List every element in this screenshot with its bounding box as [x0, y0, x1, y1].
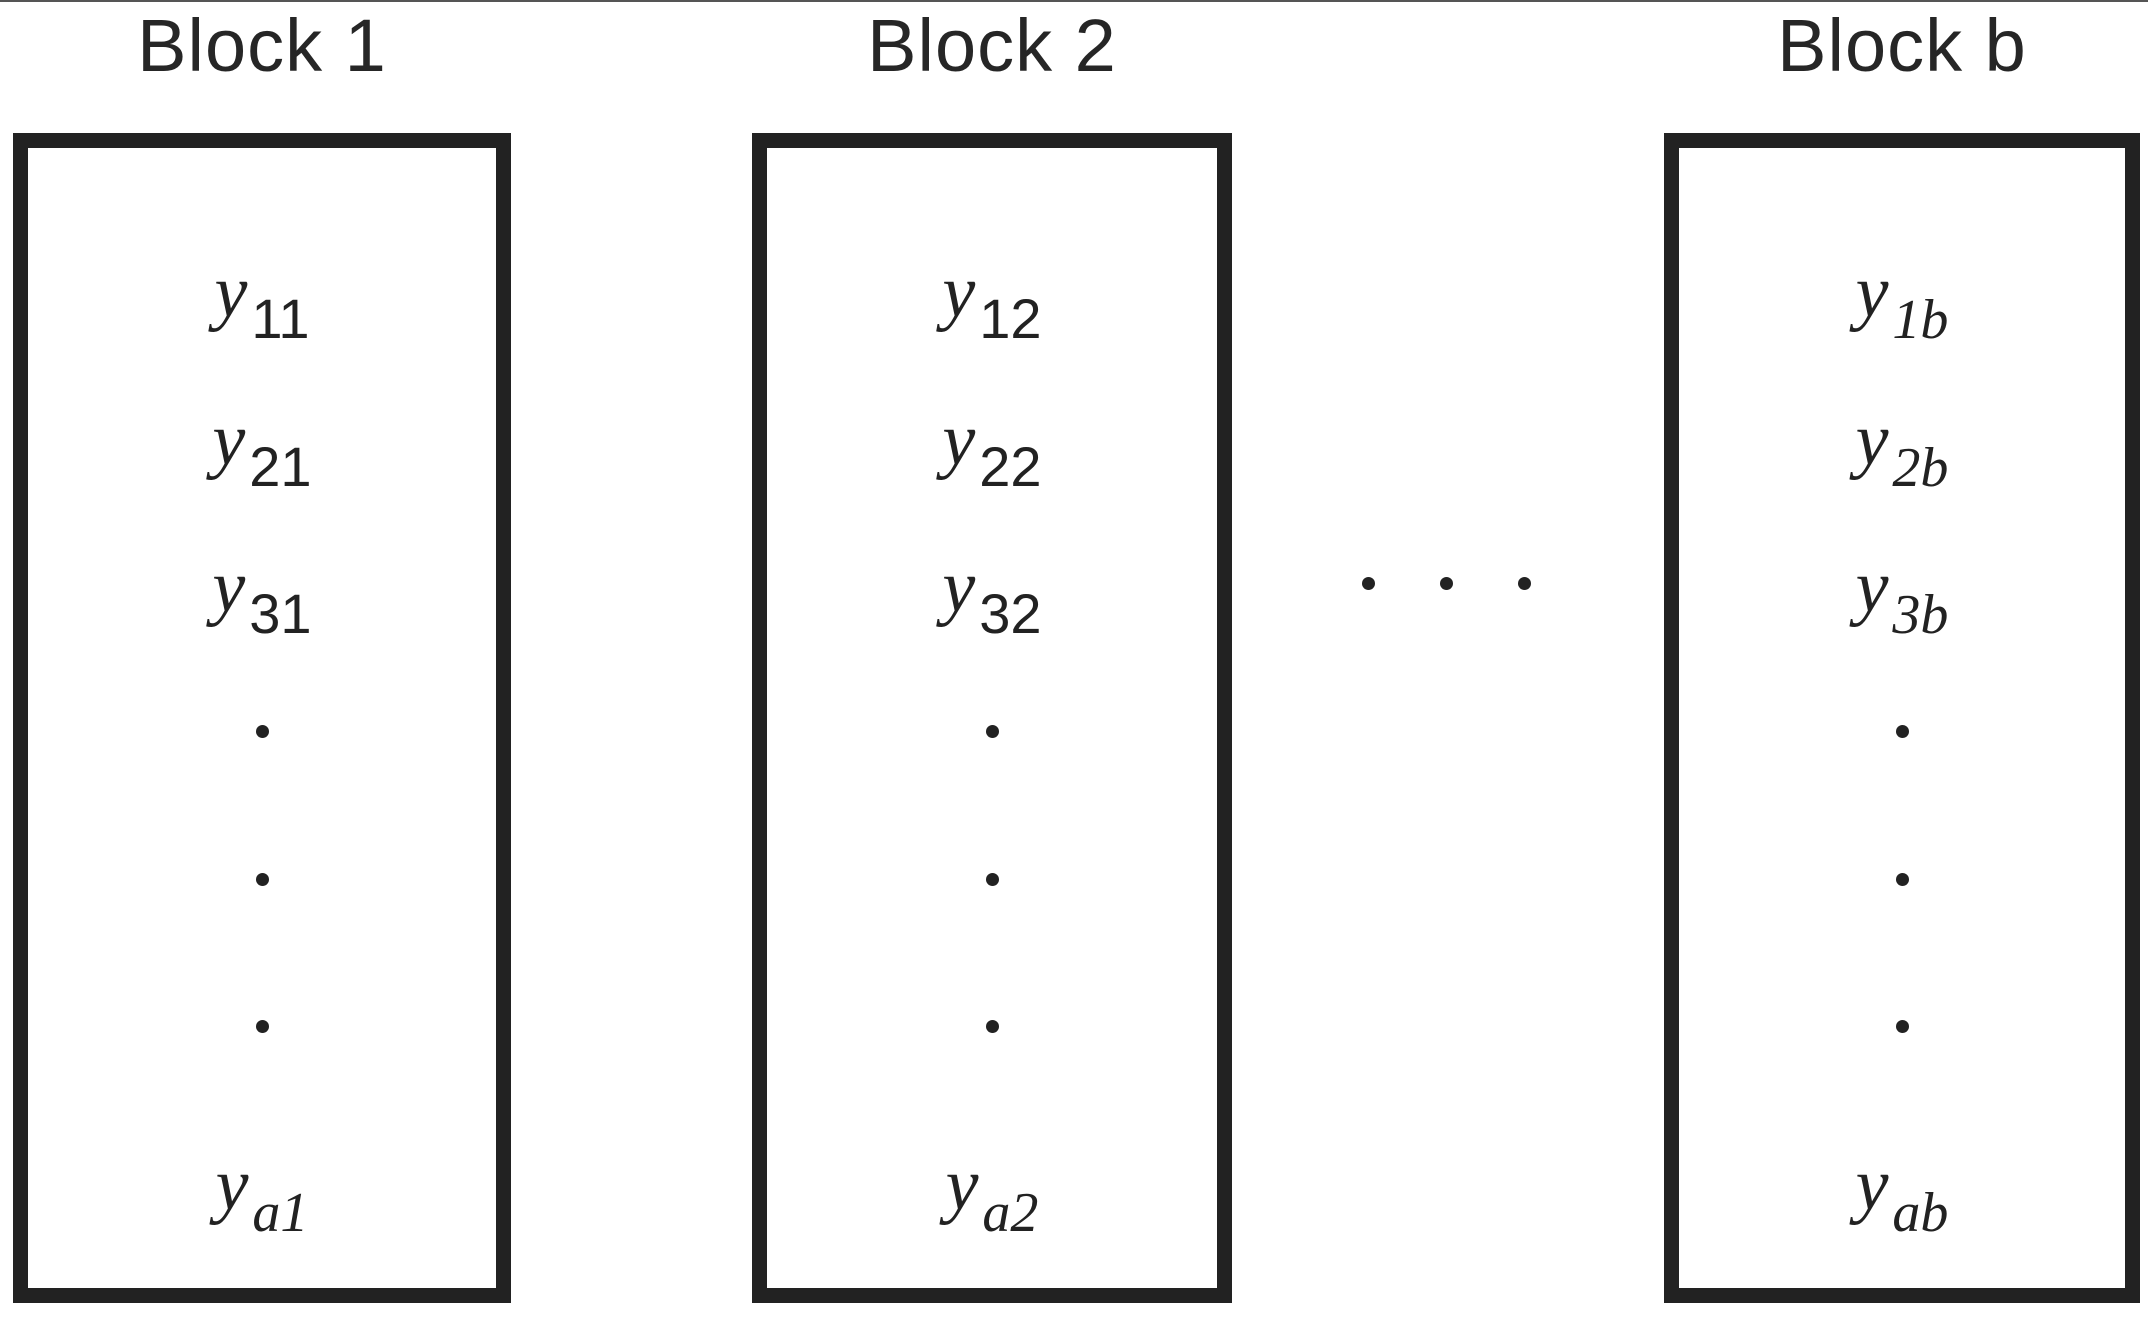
cell-subscript: a2 [982, 1182, 1039, 1244]
cell-subscript: 2b [1892, 437, 1949, 499]
vertical-ellipsis-dot [1896, 725, 1909, 738]
cell-subscript: 1b [1892, 289, 1949, 351]
block-b-box: y1b y2b y3b yab [1664, 133, 2140, 1303]
block-b-cell-1: y1b [1679, 255, 2125, 348]
cell-subscript: 21 [249, 435, 312, 498]
cell-subscript: 22 [979, 435, 1042, 498]
cell-subscript: 32 [979, 582, 1042, 645]
cell-subscript: ab [1892, 1182, 1949, 1244]
cell-subscript: 31 [249, 582, 312, 645]
top-rule [0, 0, 2148, 2]
vertical-ellipsis-dot [986, 725, 999, 738]
vertical-ellipsis-dot [256, 873, 269, 886]
vertical-ellipsis-dot [1896, 873, 1909, 886]
block-2-cell-1: y12 [767, 255, 1217, 347]
block-b-cell-3: y3b [1679, 550, 2125, 643]
block-1-cell-last: ya1 [28, 1148, 496, 1241]
cell-subscript: 12 [979, 287, 1042, 350]
vertical-ellipsis-dot [256, 725, 269, 738]
cell-symbol: y [214, 251, 248, 333]
cell-subscript: a1 [252, 1182, 309, 1244]
block-1-cell-1: y11 [28, 255, 496, 347]
block-1-cell-3: y31 [28, 550, 496, 642]
block-2-cell-last: ya2 [767, 1148, 1217, 1241]
cell-symbol: y [942, 546, 976, 628]
cell-symbol: y [215, 1144, 249, 1226]
horizontal-ellipsis-dot [1518, 577, 1531, 590]
cell-symbol: y [212, 399, 246, 481]
vertical-ellipsis-dot [986, 873, 999, 886]
block-2-box: y12 y22 y32 ya2 [752, 133, 1232, 1303]
block-1-title: Block 1 [137, 4, 387, 87]
cell-symbol: y [212, 546, 246, 628]
block-1-cell-2: y21 [28, 403, 496, 495]
horizontal-ellipsis-dot [1440, 577, 1453, 590]
vertical-ellipsis-dot [1896, 1020, 1909, 1033]
cell-subscript: 3b [1892, 584, 1949, 646]
cell-symbol: y [1855, 1144, 1889, 1226]
block-2-cell-2: y22 [767, 403, 1217, 495]
cell-symbol: y [1855, 251, 1889, 333]
cell-symbol: y [942, 251, 976, 333]
cell-symbol: y [1855, 546, 1889, 628]
horizontal-ellipsis-dot [1362, 577, 1375, 590]
vertical-ellipsis-dot [986, 1020, 999, 1033]
cell-symbol: y [945, 1144, 979, 1226]
block-1-box: y11 y21 y31 ya1 [13, 133, 511, 1303]
block-2-title: Block 2 [867, 4, 1117, 87]
block-b-title: Block b [1777, 4, 2027, 87]
cell-symbol: y [942, 399, 976, 481]
cell-subscript: 11 [251, 287, 310, 350]
vertical-ellipsis-dot [256, 1020, 269, 1033]
block-b-cell-2: y2b [1679, 403, 2125, 496]
block-2-cell-3: y32 [767, 550, 1217, 642]
block-b-cell-last: yab [1679, 1148, 2125, 1241]
cell-symbol: y [1855, 399, 1889, 481]
